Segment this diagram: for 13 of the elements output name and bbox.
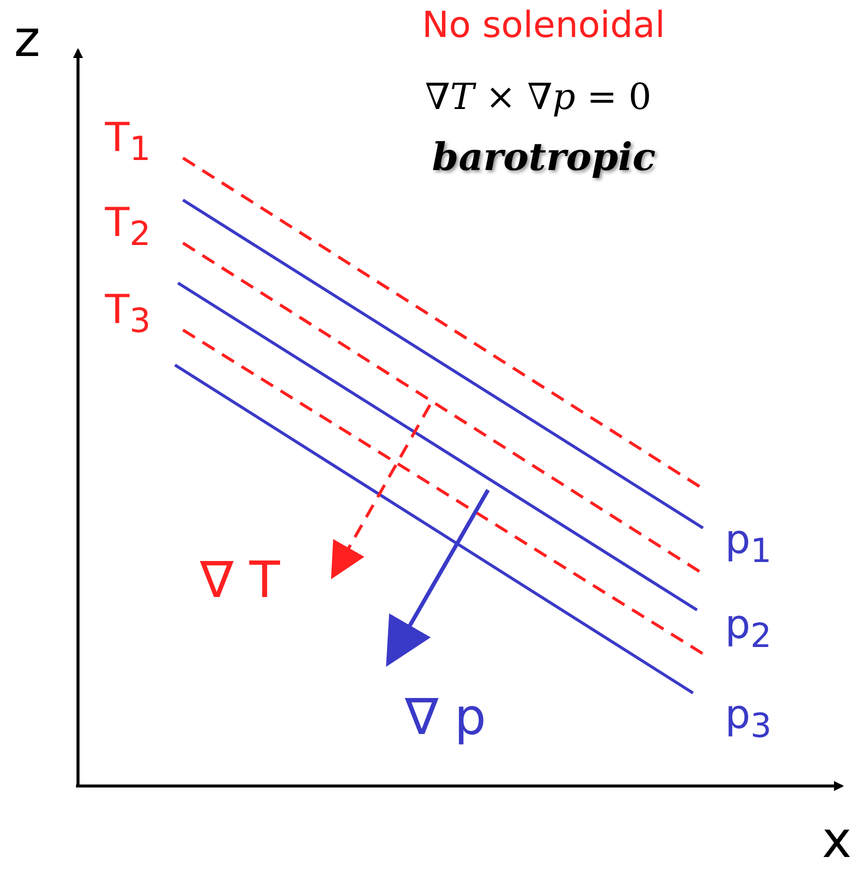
isotherm-label: T$_{1}$ <box>105 118 151 166</box>
axis-label: x <box>822 815 852 865</box>
equation: ∇T × ∇p = 0 <box>425 80 652 116</box>
gradient-label: ∇ p <box>405 692 486 742</box>
gradient-label: ∇ T <box>200 555 280 605</box>
isotherm-label: T$_{2}$ <box>105 203 151 250</box>
isobar-label: p$_{3}$ <box>725 695 772 742</box>
note-text: No solenoidal <box>422 8 666 44</box>
axis-label: z <box>14 14 40 64</box>
isobar-label: p$_{1}$ <box>725 520 772 568</box>
isotherm-label: T$_{3}$ <box>105 290 151 338</box>
isobar-label: p$_{2}$ <box>725 605 772 652</box>
note-text: barotropic <box>432 138 656 176</box>
